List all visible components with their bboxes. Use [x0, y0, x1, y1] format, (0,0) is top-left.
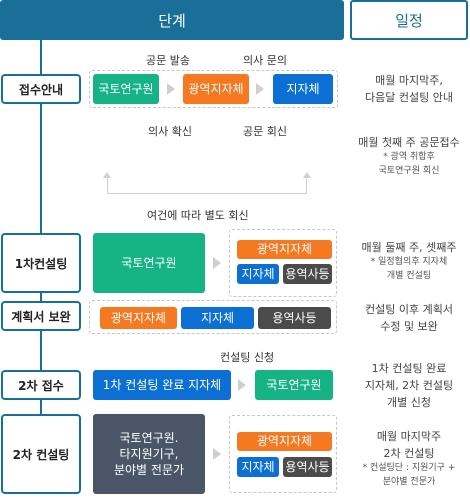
- step-intake2: 2차 접수: [1, 370, 81, 400]
- arrow-right-icon: [256, 83, 264, 95]
- stage-header: 단계: [0, 0, 344, 40]
- step-consult2: 2차 컨설팅: [1, 414, 81, 494]
- arrow-right-icon: [167, 83, 175, 95]
- consult1-box-krihs: 국토연구원: [93, 233, 205, 293]
- intake2-box-completed-local: 1차 컨설팅 완료 지자체: [93, 370, 231, 400]
- reply-bracket: [107, 176, 307, 194]
- consult1-schedule: 매월 둘째 주, 셋째주 * 일정협의후 지자체 개별 컨설팅: [350, 239, 468, 283]
- consult2-schedule-note: * 컨설팅단 : 지원기구 + 분야별 전문가: [362, 463, 456, 487]
- label-consult-request: 컨설팅 신청: [220, 351, 275, 364]
- intake2-schedule: 1차 컨설팅 완료 지자체, 2차 컨설팅 개별 신청: [364, 362, 454, 410]
- plan-box-contractor: 용역사등: [258, 307, 331, 329]
- consult1-dashed-group: [229, 229, 337, 297]
- label-uisa-hwakin: 의사 확신: [148, 125, 192, 138]
- label-gongmun-balsong: 공문 발송: [146, 54, 190, 67]
- plan-box-local: 지자체: [181, 307, 254, 329]
- label-gongmun-hoesin: 공문 회신: [243, 125, 287, 138]
- plan-box-metro: 광역지자체: [100, 307, 177, 329]
- consult2-schedule-main: 매월 마지막주 2차 컨설팅: [376, 430, 442, 461]
- consult2-box-local: 지자체: [237, 457, 279, 477]
- consult2-box-metro: 광역지자체: [237, 432, 332, 451]
- intake-schedule-2: 매월 첫째 주 공문접수 * 광역 취합후 국토연구원 회신: [350, 134, 468, 178]
- consult2-box-experts: 국토연구원. 타지원기구, 분야별 전문가: [93, 414, 205, 494]
- step-intake: 접수안내: [1, 74, 81, 104]
- up-arrow-icon: [103, 172, 111, 178]
- plan-dashed-group: [89, 300, 337, 334]
- label-separate-reply: 여건에 따라 별도 회신: [147, 209, 249, 222]
- step-plan: 계획서 보완: [1, 301, 81, 331]
- consult1-box-metro: 광역지자체: [237, 240, 332, 259]
- schedule-header: 일정: [350, 0, 468, 40]
- intake-schedule-2-main: 매월 첫째 주 공문접수: [358, 136, 460, 149]
- up-arrow-icon: [303, 172, 311, 178]
- consult1-schedule-note: * 일정협의후 지자체 개별 컨설팅: [370, 257, 448, 281]
- consult1-box-contractor: 용역사등: [283, 264, 332, 284]
- arrow-right-icon: [213, 257, 221, 269]
- intake2-box-krihs: 국토연구원: [255, 370, 333, 400]
- intake-box-krihs: 국토연구원: [93, 74, 159, 104]
- consult1-box-local: 지자체: [237, 264, 279, 284]
- plan-schedule: 컨설팅 이후 계획서 수정 및 보완: [365, 303, 453, 334]
- intake-box-metro: 광역지자체: [183, 74, 249, 104]
- arrow-right-icon: [213, 448, 221, 460]
- intake-schedule-2-note: * 광역 취합후 국토연구원 회신: [378, 152, 440, 176]
- intake-box-local: 지자체: [273, 74, 333, 104]
- consult2-box-contractor: 용역사등: [283, 457, 332, 477]
- intake-dashed-group: [89, 70, 338, 108]
- consult1-schedule-main: 매월 둘째 주, 셋째주: [361, 241, 457, 254]
- intake-schedule: 매월 마지막주, 다음달 컨설팅 안내: [365, 74, 453, 105]
- consult2-schedule: 매월 마지막주 2차 컨설팅 * 컨설팅단 : 지원기구 + 분야별 전문가: [350, 428, 468, 489]
- consult2-dashed-group: [229, 415, 337, 493]
- arrow-right-icon: [238, 379, 246, 391]
- step-consult1: 1차컨설팅: [1, 233, 81, 293]
- label-uisa-munui: 의사 문의: [243, 54, 287, 67]
